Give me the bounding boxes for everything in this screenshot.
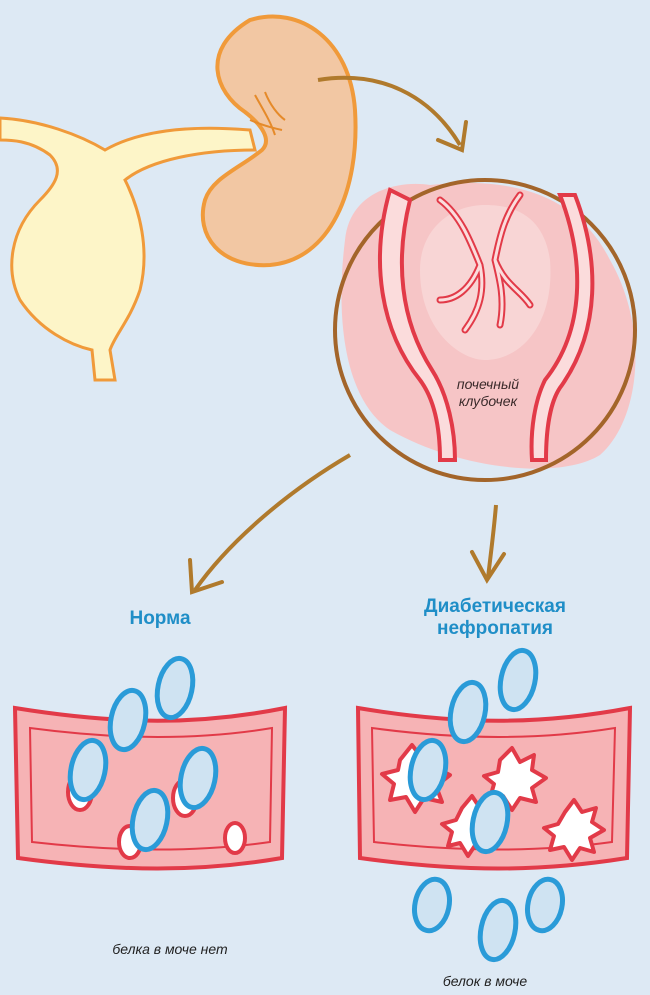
protein-caption: белок в моче — [442, 973, 528, 989]
arrow-to-glomerulus — [317, 75, 468, 153]
diabetic-heading: Диабетическая нефропатия — [380, 596, 610, 640]
arrow-to-diabetic — [470, 504, 506, 584]
kidney-illustration — [200, 14, 358, 268]
normal-heading: Норма — [129, 608, 191, 629]
diabetic-heading-line2: нефропатия — [437, 618, 553, 639]
glomerulus-illustration — [333, 178, 637, 482]
diabetic-vessel-illustration — [355, 647, 633, 963]
no-protein-caption: белка в моче нет — [112, 941, 228, 957]
arrow-to-normal — [188, 453, 352, 595]
bladder-ureter-illustration — [0, 116, 257, 382]
glomerulus-label-line1: почечный — [456, 376, 520, 392]
glomerulus-label: почечный клубочек — [428, 376, 548, 410]
diabetic-heading-line1: Диабетическая — [424, 596, 566, 617]
normal-vessel-illustration — [12, 655, 288, 871]
glomerulus-label-line2: клубочек — [458, 393, 518, 409]
